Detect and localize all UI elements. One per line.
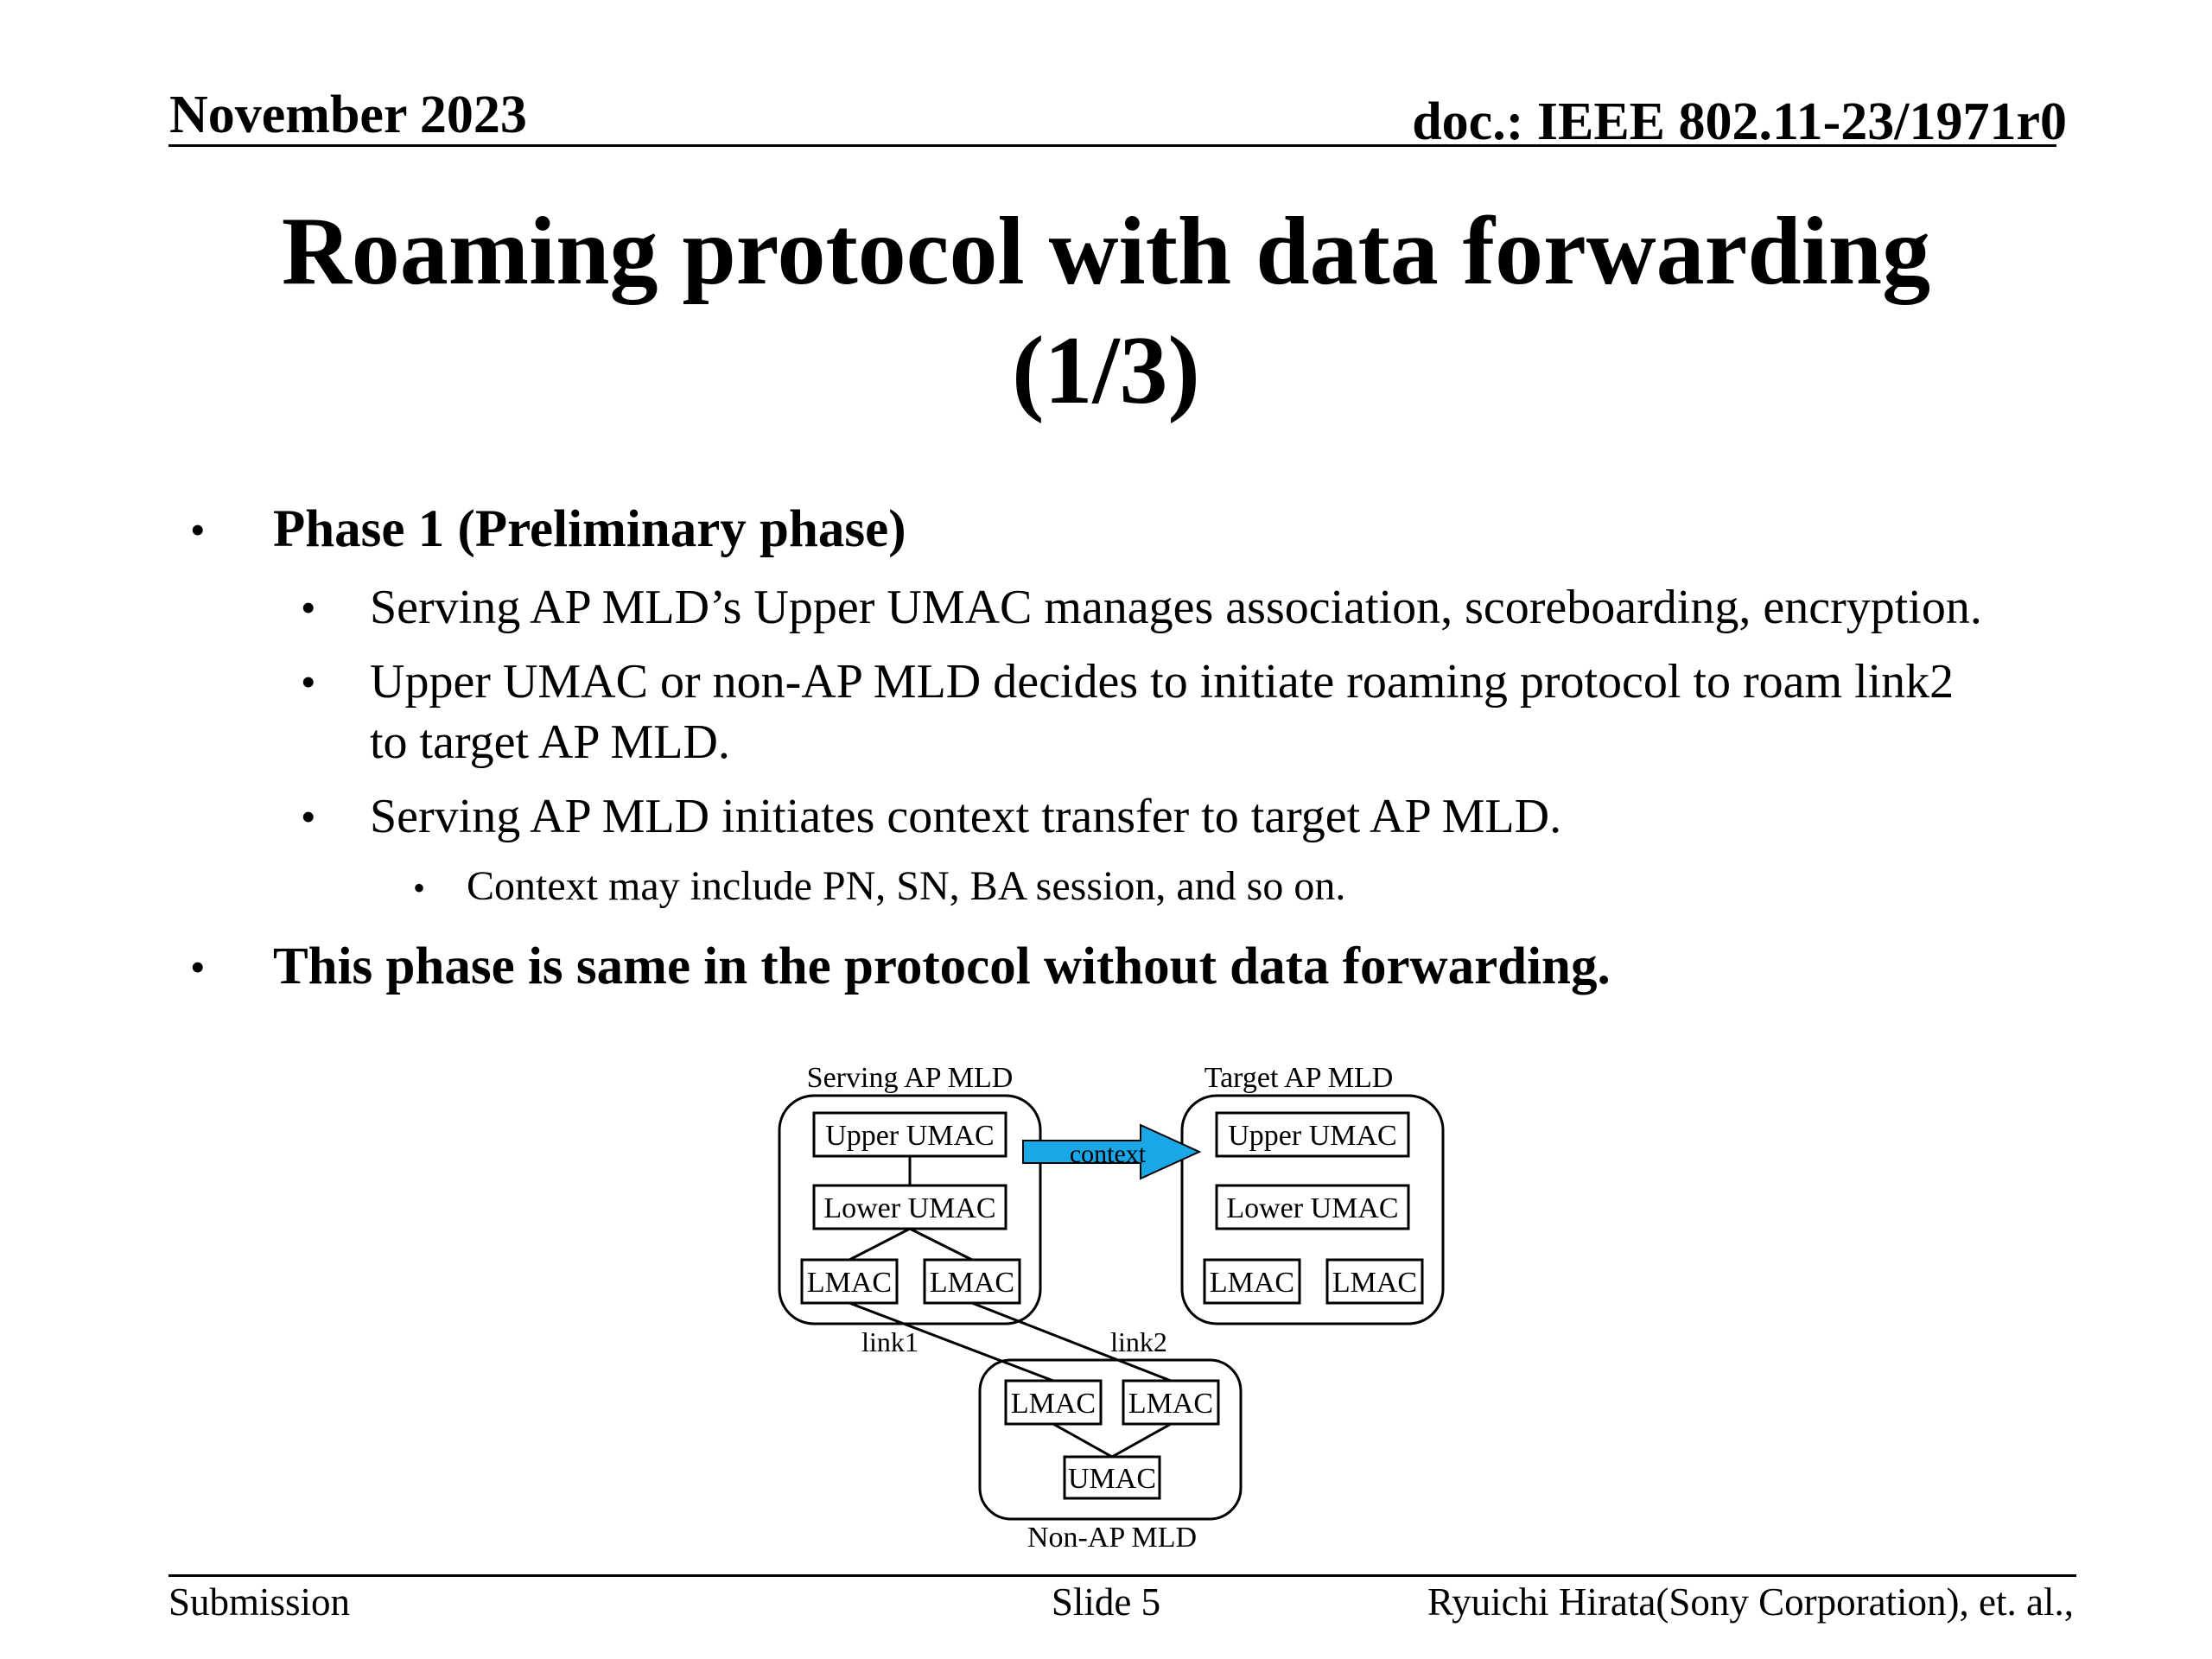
link1-line (849, 1301, 1054, 1382)
link2-line (971, 1301, 1172, 1382)
target-ap-mld-label: Target AP MLD (1205, 1062, 1394, 1094)
nonap-lmac2-text: LMAC (1128, 1388, 1213, 1420)
header-doc-id: doc.: IEEE 802.11-23/1971r0 (1412, 92, 2067, 151)
serving-lower-umac-text: Lower UMAC (823, 1192, 995, 1224)
slide-title-line-2: (1/3) (1012, 317, 1200, 424)
bullet-initiate-roaming: Upper UMAC or non-AP MLD decides to init… (370, 652, 1954, 772)
slide-title-line-1: Roaming protocol with data forwarding (281, 198, 1931, 305)
serving-ap-mld-box (778, 1094, 1042, 1325)
target-upper-umac-box (1215, 1111, 1410, 1158)
nonap-lmac1-text: LMAC (1011, 1388, 1096, 1420)
serving-ap-mld-label: Serving AP MLD (807, 1062, 1014, 1094)
serving-lower-lmac1-connector (849, 1227, 911, 1262)
bullet-initiate-roaming-line-1: Upper UMAC or non-AP MLD decides to init… (370, 655, 1955, 709)
target-lower-umac-text: Lower UMAC (1226, 1192, 1398, 1224)
bullet-context-transfer: Serving AP MLD initiates context transfe… (370, 790, 1562, 843)
slide-title: Roaming protocol with data forwarding (1… (0, 192, 2212, 430)
serving-lmac2-text: LMAC (930, 1267, 1014, 1299)
footer-author: Ryuichi Hirata(Sony Corporation), et. al… (1427, 1580, 2074, 1624)
bullet-dot: • (190, 505, 206, 554)
header-date: November 2023 (169, 86, 527, 144)
target-lmac1-box (1203, 1258, 1301, 1305)
nonap-lmac2-umac-connector (1111, 1422, 1172, 1459)
bullet-dot: • (301, 583, 316, 632)
bullet-dot: • (301, 792, 316, 841)
bullet-initiate-roaming-line-2: to target AP MLD. (370, 715, 730, 769)
bullet-dot: • (301, 658, 316, 706)
nonap-lmac1-umac-connector (1052, 1422, 1113, 1459)
target-ap-mld-box (1180, 1094, 1445, 1325)
non-ap-mld-label: Non-AP MLD (1027, 1522, 1197, 1554)
bullet-dot: • (190, 943, 206, 991)
footer-submission: Submission (168, 1580, 351, 1624)
serving-upper-umac-text: Upper UMAC (825, 1120, 994, 1152)
bullet-dot: • (413, 868, 426, 907)
serving-lower-lmac2-connector (909, 1227, 973, 1262)
context-arrow-label: context (1070, 1140, 1147, 1168)
link1-label: link1 (861, 1326, 918, 1357)
footer-rule (168, 1574, 2076, 1577)
header-rule (168, 144, 2056, 147)
target-lmac1-text: LMAC (1210, 1267, 1294, 1299)
context-arrow-icon (1022, 1123, 1202, 1180)
bullet-same-phase: This phase is same in the protocol witho… (273, 938, 1611, 995)
target-lower-umac-box (1215, 1184, 1410, 1230)
target-upper-umac-text: Upper UMAC (1228, 1120, 1396, 1152)
serving-lmac1-text: LMAC (807, 1267, 892, 1299)
bullet-phase1: Phase 1 (Preliminary phase) (273, 500, 906, 558)
bullet-serving-upper-umac: Serving AP MLD’s Upper UMAC manages asso… (370, 581, 1982, 634)
target-lmac2-box (1325, 1258, 1424, 1305)
target-lmac2-text: LMAC (1332, 1267, 1417, 1299)
nonap-umac-text: UMAC (1068, 1463, 1156, 1495)
bullet-context-contents: Context may include PN, SN, BA session, … (467, 863, 1346, 909)
link2-label: link2 (1110, 1326, 1167, 1357)
footer-slide-number: Slide 5 (1051, 1580, 1161, 1624)
non-ap-mld-box (978, 1358, 1243, 1521)
